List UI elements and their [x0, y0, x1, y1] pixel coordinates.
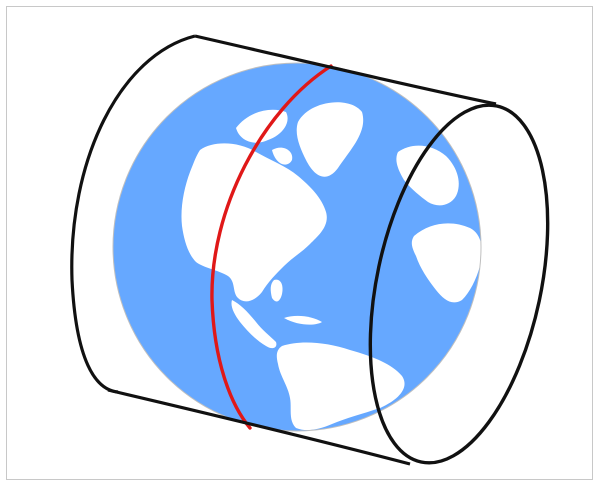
globe: [113, 63, 482, 431]
